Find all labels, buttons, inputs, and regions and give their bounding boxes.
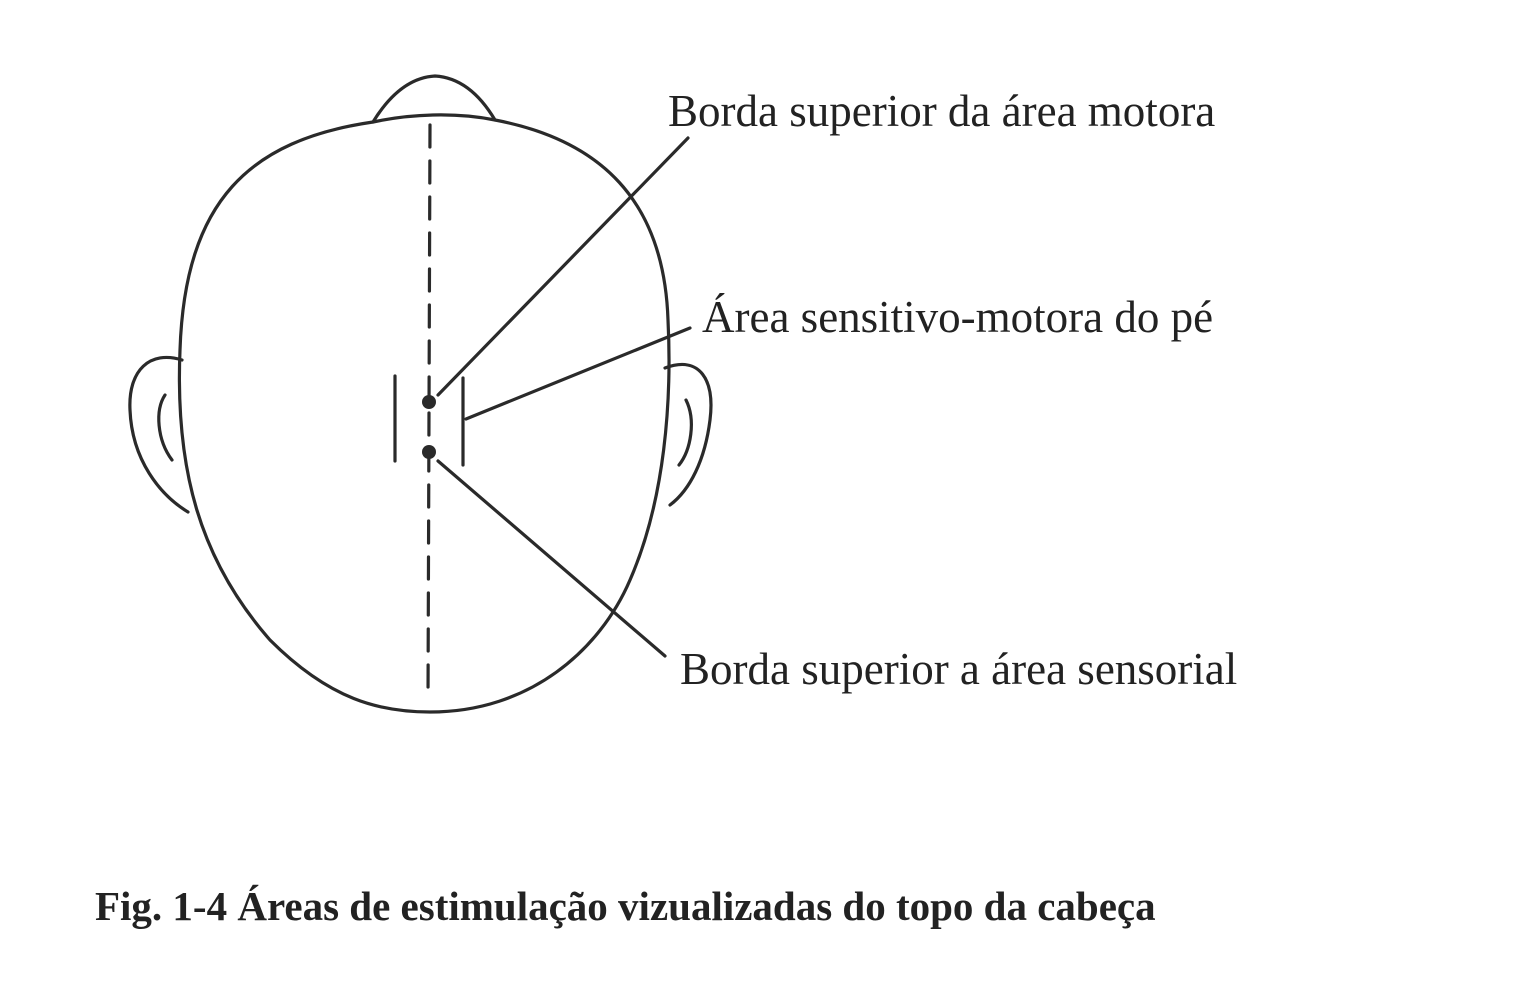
figure-caption: Fig. 1-4 Áreas de estimulação vizualizad… <box>95 883 1156 929</box>
label-sensory-border: Borda superior a área sensorial <box>680 644 1237 694</box>
leader-line-sensory <box>436 459 667 658</box>
leader-line-foot <box>464 326 692 421</box>
right-ear <box>663 362 713 507</box>
head-outline <box>177 74 671 714</box>
leader-line-motor <box>436 136 690 397</box>
midline-dashed <box>426 123 432 702</box>
label-foot-area: Área sensitivo-motora do pé <box>702 292 1213 342</box>
sensory-border-point <box>422 445 436 459</box>
motor-border-point <box>422 395 436 409</box>
left-ear <box>128 355 190 514</box>
label-motor-border: Borda superior da área motora <box>668 86 1215 136</box>
